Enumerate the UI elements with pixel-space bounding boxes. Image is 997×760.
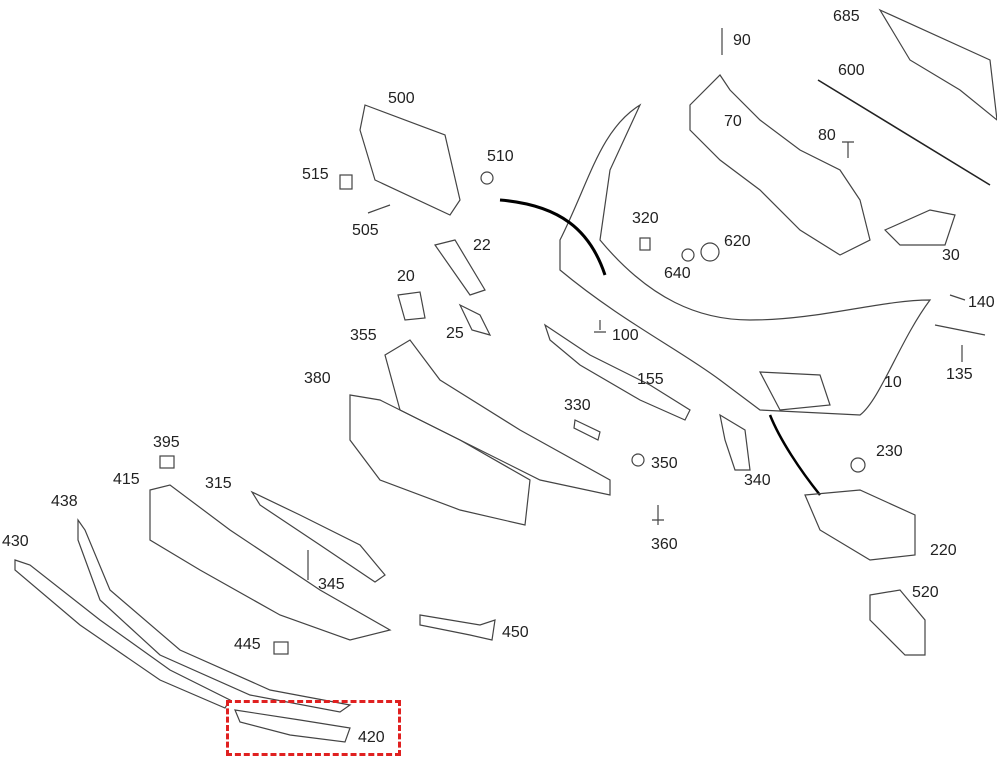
- part-340[interactable]: [719, 413, 751, 471]
- part-10[interactable]: [559, 103, 932, 416]
- part-620[interactable]: [700, 242, 720, 262]
- callout-20[interactable]: 20: [397, 268, 415, 285]
- callout-510[interactable]: 510: [487, 148, 514, 165]
- callout-140[interactable]: 140: [968, 294, 995, 311]
- callout-90[interactable]: 90: [733, 32, 751, 49]
- callout-345[interactable]: 345: [318, 576, 345, 593]
- callout-445[interactable]: 445: [234, 636, 261, 653]
- callout-135[interactable]: 135: [946, 366, 973, 383]
- callout-640[interactable]: 640: [664, 265, 691, 282]
- callout-30[interactable]: 30: [942, 247, 960, 264]
- arrow-upper: [499, 198, 607, 276]
- part-80[interactable]: [842, 141, 854, 158]
- part-fog-opening: [758, 371, 831, 411]
- callout-600[interactable]: 600: [838, 62, 865, 79]
- part-220[interactable]: [804, 489, 916, 561]
- part-415[interactable]: [149, 484, 392, 641]
- part-360[interactable]: [652, 505, 664, 525]
- part-420[interactable]: [234, 709, 351, 743]
- part-510[interactable]: [480, 171, 494, 185]
- callout-350[interactable]: 350: [651, 455, 678, 472]
- part-505[interactable]: [367, 204, 391, 214]
- callout-505[interactable]: 505: [352, 222, 379, 239]
- part-30[interactable]: [883, 209, 956, 246]
- part-500[interactable]: [359, 104, 461, 216]
- callout-685[interactable]: 685: [833, 8, 860, 25]
- arrow-lower: [768, 414, 821, 496]
- highlight-box-420: [226, 700, 401, 756]
- callout-500[interactable]: 500: [388, 90, 415, 107]
- part-155[interactable]: [543, 323, 691, 421]
- callout-70[interactable]: 70: [724, 113, 742, 130]
- callout-415[interactable]: 415: [113, 471, 140, 488]
- callout-315[interactable]: 315: [205, 475, 232, 492]
- callout-155[interactable]: 155: [637, 371, 664, 388]
- part-640[interactable]: [681, 248, 695, 262]
- callout-620[interactable]: 620: [724, 233, 751, 250]
- part-438[interactable]: [77, 518, 352, 713]
- callout-355[interactable]: 355: [350, 327, 377, 344]
- part-22[interactable]: [434, 239, 486, 296]
- callout-100[interactable]: 100: [612, 327, 639, 344]
- callout-330[interactable]: 330: [564, 397, 591, 414]
- callout-22[interactable]: 22: [473, 237, 491, 254]
- part-315[interactable]: [250, 490, 386, 583]
- part-515[interactable]: [339, 174, 353, 190]
- part-25[interactable]: [458, 303, 492, 336]
- callout-360[interactable]: 360: [651, 536, 678, 553]
- callout-450[interactable]: 450: [502, 624, 529, 641]
- part-20[interactable]: [397, 291, 426, 321]
- part-395[interactable]: [159, 455, 175, 469]
- part-445[interactable]: [273, 641, 289, 655]
- callout-395[interactable]: 395: [153, 434, 180, 451]
- callout-520[interactable]: 520: [912, 584, 939, 601]
- part-355[interactable]: [384, 339, 611, 496]
- part-320[interactable]: [639, 237, 651, 251]
- part-100[interactable]: [594, 320, 606, 333]
- callout-515[interactable]: 515: [302, 166, 329, 183]
- part-430[interactable]: [14, 559, 231, 709]
- part-380[interactable]: [349, 394, 531, 526]
- callout-25[interactable]: 25: [446, 325, 464, 342]
- callout-430[interactable]: 430: [2, 533, 29, 550]
- part-330[interactable]: [573, 419, 601, 441]
- part-140[interactable]: [934, 294, 986, 336]
- part-600[interactable]: [817, 79, 991, 186]
- callout-230[interactable]: 230: [876, 443, 903, 460]
- callout-320[interactable]: 320: [632, 210, 659, 227]
- callout-380[interactable]: 380: [304, 370, 331, 387]
- callout-80[interactable]: 80: [818, 127, 836, 144]
- part-350[interactable]: [631, 453, 645, 467]
- callout-340[interactable]: 340: [744, 472, 771, 489]
- part-230[interactable]: [850, 457, 866, 473]
- part-70[interactable]: [689, 74, 871, 256]
- callout-438[interactable]: 438: [51, 493, 78, 510]
- callout-10[interactable]: 10: [884, 374, 902, 391]
- part-450[interactable]: [419, 614, 496, 641]
- part-685[interactable]: [878, 8, 997, 121]
- callout-220[interactable]: 220: [930, 542, 957, 559]
- callout-420[interactable]: 420: [358, 729, 385, 746]
- part-520[interactable]: [869, 589, 926, 656]
